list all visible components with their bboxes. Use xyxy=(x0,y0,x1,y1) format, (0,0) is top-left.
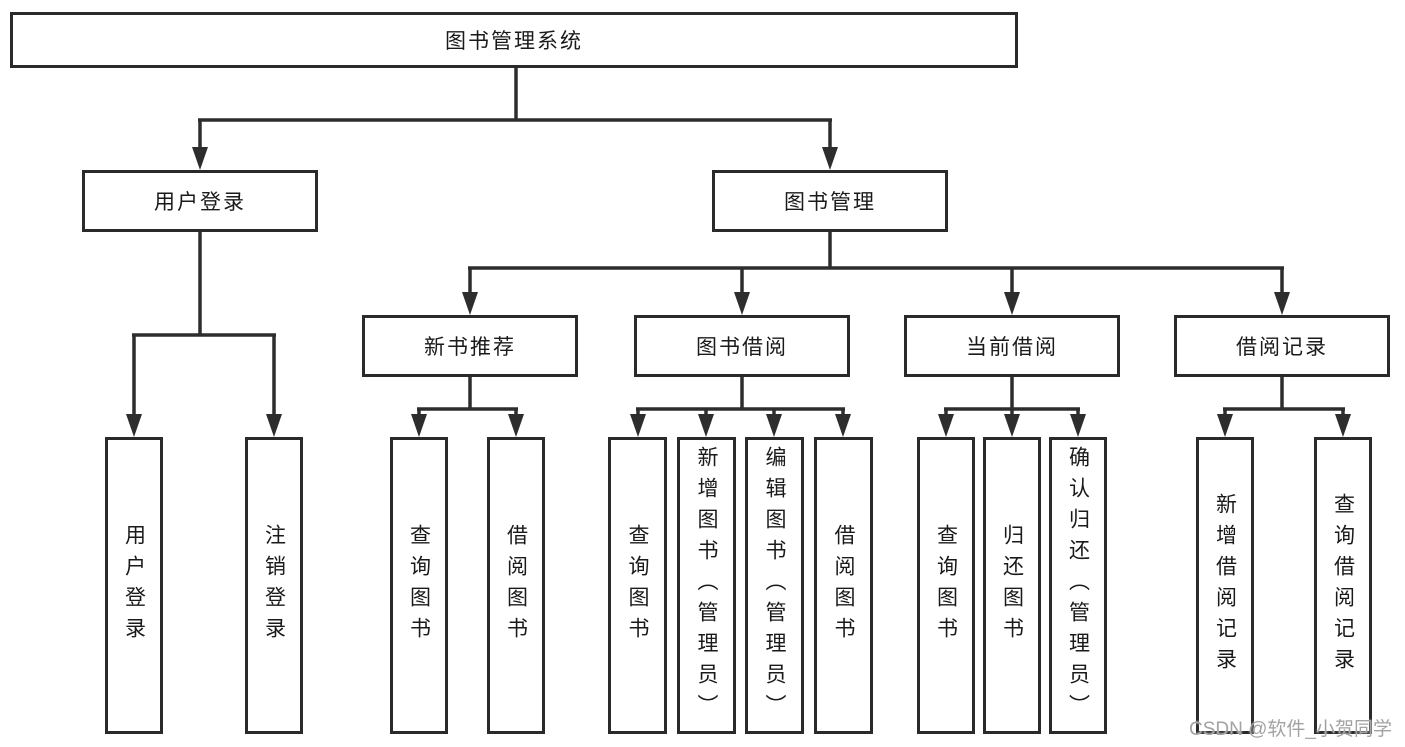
leaf-query-books-current-label: 查询图书 xyxy=(934,523,958,648)
node-user-login-label: 用户登录 xyxy=(154,191,246,214)
arrowhead-icon xyxy=(938,414,954,437)
node-book-management: 图书管理 xyxy=(712,170,948,232)
leaf-query-books-recommend-label: 查询图书 xyxy=(407,523,431,648)
node-current-borrow-label: 当前借阅 xyxy=(966,336,1058,359)
leaf-user-login: 用户登录 xyxy=(105,437,163,734)
arrowhead-icon xyxy=(734,292,750,315)
leaf-borrow-books-label: 借阅图书 xyxy=(832,523,855,648)
leaf-query-books-borrow: 查询图书 xyxy=(608,437,667,734)
leaf-add-borrow-record-label: 新增借阅记录 xyxy=(1213,492,1237,679)
arrowhead-icon xyxy=(192,147,208,170)
leaf-return-book-label: 归还图书 xyxy=(1000,523,1024,648)
arrowhead-icon xyxy=(766,414,782,437)
leaf-user-login-label: 用户登录 xyxy=(122,523,146,648)
arrowhead-icon xyxy=(126,414,142,437)
node-borrow-records-label: 借阅记录 xyxy=(1236,336,1328,359)
leaf-confirm-return-admin-label: 确认归还（管理员） xyxy=(1066,446,1090,725)
leaf-query-books-borrow-label: 查询图书 xyxy=(626,523,649,648)
arrowhead-icon xyxy=(698,414,714,437)
node-borrow-records: 借阅记录 xyxy=(1174,315,1390,377)
arrowhead-icon xyxy=(1004,292,1020,315)
node-book-management-label: 图书管理 xyxy=(784,191,876,214)
leaf-add-book-admin-label: 新增图书（管理员） xyxy=(695,446,718,725)
arrowhead-icon xyxy=(508,414,524,437)
leaf-logout: 注销登录 xyxy=(245,437,303,734)
arrowhead-icon xyxy=(1274,292,1290,315)
leaf-query-borrow-record-label: 查询借阅记录 xyxy=(1331,492,1355,679)
node-book-borrow: 图书借阅 xyxy=(634,315,850,377)
leaf-add-borrow-record: 新增借阅记录 xyxy=(1196,437,1254,734)
arrowhead-icon xyxy=(1004,414,1020,437)
node-book-borrow-label: 图书借阅 xyxy=(696,336,788,359)
leaf-logout-label: 注销登录 xyxy=(262,523,286,648)
arrowhead-icon xyxy=(1217,414,1233,437)
arrowhead-icon xyxy=(1335,414,1351,437)
arrowhead-icon xyxy=(462,292,478,315)
node-new-book-recommend-label: 新书推荐 xyxy=(424,336,516,359)
leaf-add-book-admin: 新增图书（管理员） xyxy=(677,437,736,734)
arrowhead-icon xyxy=(630,414,646,437)
arrowhead-icon xyxy=(266,414,282,437)
leaf-query-books-current: 查询图书 xyxy=(917,437,975,734)
leaf-confirm-return-admin: 确认归还（管理员） xyxy=(1049,437,1107,734)
node-root: 图书管理系统 xyxy=(10,12,1018,68)
arrowhead-icon xyxy=(822,147,838,170)
node-root-label: 图书管理系统 xyxy=(445,30,583,53)
arrowhead-icon xyxy=(411,414,427,437)
leaf-borrow-books: 借阅图书 xyxy=(814,437,873,734)
node-new-book-recommend: 新书推荐 xyxy=(362,315,578,377)
leaf-borrow-books-recommend: 借阅图书 xyxy=(487,437,545,734)
leaf-borrow-books-recommend-label: 借阅图书 xyxy=(504,523,528,648)
node-current-borrow: 当前借阅 xyxy=(904,315,1120,377)
leaf-edit-book-admin: 编辑图书（管理员） xyxy=(745,437,804,734)
watermark: CSDN @软件_小贺同学 xyxy=(1189,719,1392,740)
node-user-login: 用户登录 xyxy=(82,170,318,232)
leaf-return-book: 归还图书 xyxy=(983,437,1041,734)
leaf-edit-book-admin-label: 编辑图书（管理员） xyxy=(763,446,786,725)
arrowhead-icon xyxy=(1070,414,1086,437)
leaf-query-borrow-record: 查询借阅记录 xyxy=(1314,437,1372,734)
leaf-query-books-recommend: 查询图书 xyxy=(390,437,448,734)
arrowhead-icon xyxy=(835,414,851,437)
